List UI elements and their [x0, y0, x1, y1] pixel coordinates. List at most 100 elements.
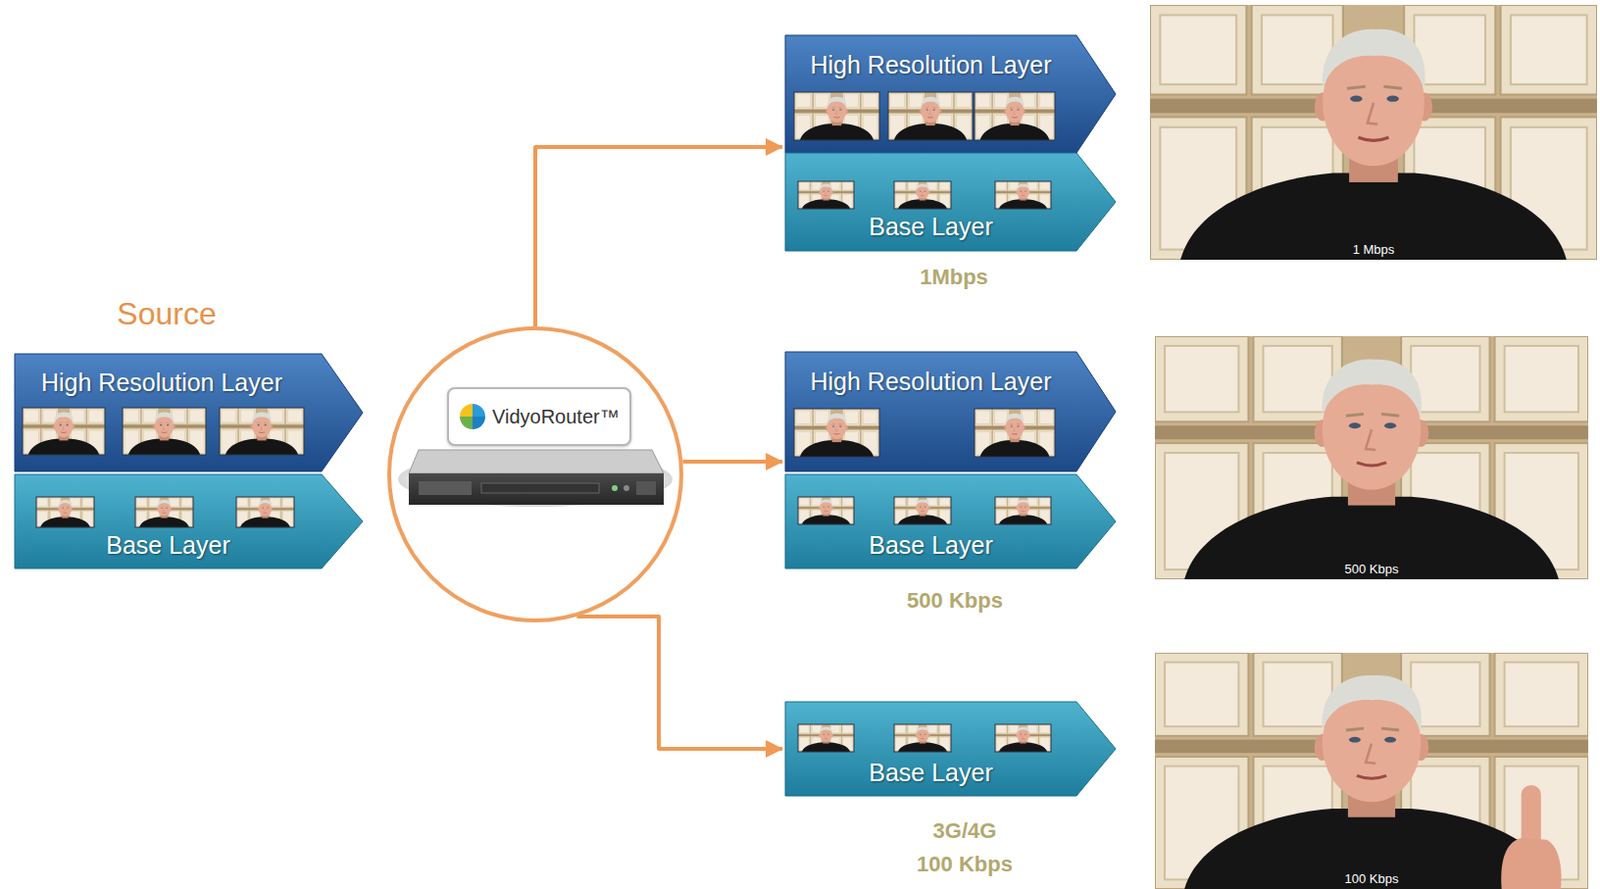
thumbnail-part — [843, 725, 853, 734]
vidyo-logo-icon — [458, 402, 487, 431]
picture-part — [1386, 96, 1399, 102]
thumbnail-part — [811, 182, 821, 191]
thumbnail-part — [1039, 497, 1051, 507]
thumbnail-part — [800, 440, 874, 457]
thumbnail-part — [1009, 106, 1020, 108]
thumbnail-part — [919, 504, 927, 506]
thumbnail-part — [974, 408, 1055, 457]
thumbnail-frame — [894, 724, 951, 752]
thumbnail-frame — [122, 407, 206, 455]
video-frame-picture — [1154, 652, 1589, 889]
thumbnail-part — [996, 498, 1006, 506]
thumbnail-part — [258, 500, 273, 507]
thumbnail-part — [65, 424, 68, 426]
thumbnail-part — [919, 189, 927, 191]
thumbnail-part — [999, 199, 1048, 209]
thumbnail-part — [22, 407, 105, 455]
thumbnail-part — [799, 182, 809, 191]
connector-arrow — [682, 459, 783, 464]
thumbnail-part — [924, 190, 927, 193]
thumbnail-part — [62, 425, 65, 430]
connector-arrow — [576, 616, 783, 750]
video-thumbnail — [798, 724, 854, 752]
thumbnail-frame — [995, 181, 1051, 209]
video-thumbnail — [135, 497, 194, 528]
thumbnail-part — [1039, 181, 1051, 192]
thumbnail-frame — [995, 724, 1051, 752]
thumbnail-part — [240, 516, 291, 528]
router-circle: VidyoRouter™ — [387, 326, 684, 623]
band-text-box: Base Layer — [785, 530, 1077, 560]
thumbnail-part — [894, 724, 907, 735]
thumbnail-part — [794, 408, 880, 457]
bitrate-label: 1Mbps — [919, 264, 989, 291]
picture-part — [1357, 137, 1389, 141]
thumbnail-part — [81, 497, 95, 508]
thumbnail-part — [927, 116, 934, 119]
thumbnail-part — [921, 507, 923, 510]
thumbnail-part — [827, 190, 830, 193]
thumbnail-part — [995, 497, 1051, 525]
thumbnail-part — [898, 199, 948, 209]
thumbnail-part — [996, 182, 1006, 191]
thumbnail-part — [825, 507, 827, 510]
thumbnail-part — [285, 407, 304, 425]
thumbnail-part — [150, 498, 159, 506]
thumbnail-part — [36, 497, 50, 508]
thumbnail-part — [143, 409, 157, 423]
thumbnail-part — [1039, 724, 1051, 735]
thumbnail-part — [250, 498, 260, 506]
thumbnail-part — [938, 724, 951, 735]
thumbnail-part — [974, 92, 1055, 141]
thumbnail-part — [831, 106, 843, 108]
thumbnail-part — [161, 512, 166, 514]
thumbnail-part — [843, 182, 853, 191]
server-part — [481, 483, 600, 494]
thumbnail-part — [940, 498, 950, 506]
layer-name: Base Layer — [14, 530, 322, 560]
thumbnail-part — [1019, 189, 1027, 191]
thumbnail-part — [919, 732, 927, 734]
thumbnail-part — [22, 407, 41, 425]
thumbnail-part — [919, 190, 922, 193]
picture-part — [1356, 462, 1387, 466]
thumbnail-part — [819, 727, 833, 735]
video-thumbnail — [995, 181, 1051, 209]
thumbnail-part — [36, 497, 95, 528]
thumbnail-part — [839, 108, 842, 110]
picture-part — [1347, 86, 1402, 89]
bitrate-label: 100 Kbps — [916, 851, 1013, 878]
thumbnail-frame — [794, 92, 880, 141]
thumbnail-part — [64, 508, 66, 512]
video-thumbnail — [974, 92, 1055, 141]
picture-part — [1346, 728, 1400, 731]
thumbnail-frame — [798, 181, 854, 209]
video-thumbnail — [974, 408, 1055, 457]
thumbnail-part — [66, 507, 69, 510]
thumbnail-part — [921, 192, 923, 195]
thumbnail-part — [834, 116, 841, 119]
thumbnail-part — [995, 497, 1007, 507]
thumbnail-part — [811, 725, 821, 734]
thumbnail-frame — [36, 497, 95, 528]
thumbnail-part — [43, 409, 56, 423]
thumbnail-part — [798, 497, 810, 507]
network-label: 3G/4G — [933, 818, 998, 845]
thumbnail-part — [128, 439, 200, 455]
thumbnail-part — [1024, 190, 1027, 193]
thumbnail-part — [798, 497, 854, 525]
thumbnail-part — [798, 181, 854, 209]
thumbnail-part — [832, 108, 835, 110]
picture-part — [1346, 413, 1400, 416]
thumbnail-part — [796, 410, 811, 424]
thumbnail-part — [824, 510, 829, 512]
thumbnail-part — [161, 431, 168, 434]
thumbnail-part — [824, 738, 829, 740]
picture-part — [1356, 775, 1387, 779]
picture-part — [1150, 4, 1247, 96]
thumbnail-frame — [798, 497, 854, 525]
thumbnail-part — [1005, 413, 1025, 426]
thumbnail-part — [798, 724, 854, 752]
thumbnail-part — [815, 410, 830, 424]
